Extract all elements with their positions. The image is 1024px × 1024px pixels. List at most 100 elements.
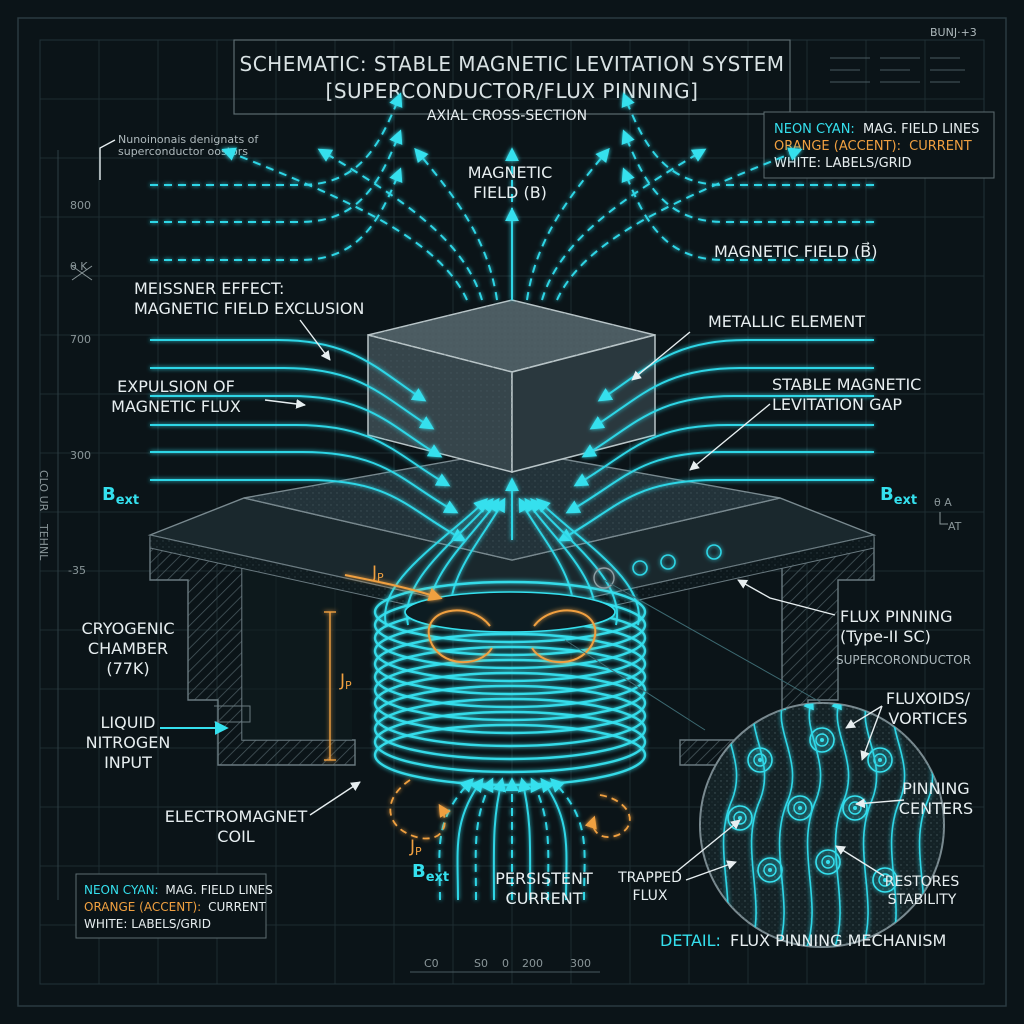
label-trapped-1: TRAPPED <box>617 870 682 886</box>
pinning-center <box>826 860 830 864</box>
detail-flux-line <box>831 703 850 947</box>
svg-text:ORANGE (ACCENT): CURRENT: ORANGE (ACCENT): CURRENT <box>774 139 972 154</box>
detail-flux-line <box>803 703 822 947</box>
field-line-bottom <box>456 777 484 901</box>
vortex-ring-inner <box>815 733 829 747</box>
label-fluxoids-2: VORTICES <box>888 709 967 728</box>
coil-winding <box>373 658 647 722</box>
label-metallic-element: METALLIC ELEMENT <box>708 312 865 331</box>
label-expulsion-2: MAGNETIC FLUX <box>111 397 241 416</box>
field-line-bottom <box>474 777 494 901</box>
coil-winding <box>373 645 647 709</box>
vortex-ring <box>815 849 841 875</box>
legend-bottom-orange-text: CURRENT <box>208 900 266 914</box>
top-right-code: BUNJ·+3 <box>930 26 977 39</box>
pinning-center <box>853 806 857 810</box>
label-bext-bottom: Bext <box>412 861 449 885</box>
diagram-labels: MAGNETIC FIELD (B) MAGNETIC FIELD (B⃗) M… <box>81 163 973 950</box>
legend-bottom-white: WHITE: LABELS/GRID <box>84 917 211 931</box>
vortex-ring-inner <box>763 863 777 877</box>
field-line-right <box>597 339 874 402</box>
field-line-bottom <box>492 777 507 901</box>
legend-bottom-cyan-key: NEON CYAN: <box>84 883 159 897</box>
bottom-tick-2: S0 <box>474 957 488 970</box>
title-subtitle: AXIAL CROSS-SECTION <box>427 108 587 124</box>
label-restores-2: STABILITY <box>888 892 957 908</box>
field-line-top <box>317 148 483 301</box>
label-pinning-2: (Type-II SC) <box>840 627 931 646</box>
vortex-ring-inner <box>878 873 892 887</box>
label-jp-plate: JP <box>371 563 384 584</box>
field-line-bottom <box>540 777 568 901</box>
detail-magnifier <box>564 579 945 948</box>
label-pinning-centers-2: CENTERS <box>899 799 973 818</box>
field-line-right <box>565 451 874 514</box>
label-restores-1: RESTORES <box>885 874 960 890</box>
coil-winding <box>373 580 647 644</box>
field-line-gap <box>530 497 619 626</box>
label-coil-1: ELECTROMAGNET <box>165 807 308 826</box>
left-ruler: 800 700 300 -35 CLO UR TEHNL θ K <box>37 150 93 900</box>
label-gap-1: STABLE MAGNETIC <box>772 375 921 394</box>
field-line-bottom <box>438 778 474 901</box>
label-jp-side: JP <box>339 671 352 692</box>
detail-flux-line <box>859 703 878 947</box>
pinning-center <box>798 806 802 810</box>
field-line-left <box>150 451 459 514</box>
svg-text:NEON CYAN: MAG. FIELD LI: NEON CYAN: MAG. FIELD LINES <box>774 122 979 137</box>
label-fluxoids-1: FLUXOIDS/ <box>886 689 971 708</box>
title-line-2: [SUPERCONDUCTOR/FLUX PINNING] <box>326 79 699 103</box>
field-line-top <box>414 147 498 301</box>
legend-top-cyan-key: NEON CYAN: <box>774 122 855 137</box>
plate-vortices <box>593 544 722 589</box>
label-cryo-3: (77K) <box>106 659 149 678</box>
pinning-center <box>883 878 887 882</box>
detail-flux-line <box>775 703 794 947</box>
note-line-1: Nunoinonais denignats of <box>118 133 259 146</box>
bottom-tick-3: 0 <box>502 957 509 970</box>
label-persistent-2: CURRENT <box>506 889 583 908</box>
coil-winding <box>373 710 647 774</box>
label-detail: DETAIL: FLUX PINNING MECHANISM <box>660 931 946 950</box>
side-mark-right: θ A <box>934 496 952 509</box>
svg-text:NEON CYAN: MAG. FIELD LI: NEON CYAN: MAG. FIELD LINES <box>84 883 273 897</box>
label-ln-1: LIQUID <box>101 713 156 732</box>
coil-winding <box>373 684 647 748</box>
persistent-current-loops <box>324 574 631 840</box>
metallic-element <box>367 299 656 473</box>
vortex-ring-inner <box>753 753 767 767</box>
legend-bottom-cyan-text: MAG. FIELD LINES <box>165 883 272 897</box>
pinning-center <box>768 868 772 872</box>
pinning-center <box>878 758 882 762</box>
field-line-bottom <box>517 777 532 901</box>
label-magnetic-field-top-1: MAGNETIC <box>468 163 553 182</box>
label-magnetic-field-right: MAGNETIC FIELD (B⃗) <box>714 241 878 261</box>
field-line-gap <box>384 498 488 626</box>
field-line-right <box>621 129 874 223</box>
field-line-left <box>150 424 451 487</box>
top-right-data-block <box>830 57 965 83</box>
ruler-tehnl: TEHNL <box>37 523 50 561</box>
vortex-ring <box>842 795 868 821</box>
vortex-ring <box>727 805 753 831</box>
side-mark-right-2: AT <box>948 520 962 533</box>
field-line-bottom <box>550 778 586 901</box>
bottom-ruler: C0 S0 0 200 300 <box>410 957 600 973</box>
label-coil-2: COIL <box>217 827 254 846</box>
field-line-left <box>150 479 467 542</box>
field-line-top <box>541 148 707 301</box>
electromagnet-coil <box>373 580 647 787</box>
title-block: SCHEMATIC: STABLE MAGNETIC LEVITATION SY… <box>233 26 977 124</box>
field-line-gap <box>536 498 640 626</box>
tick-800: 800 <box>70 199 91 212</box>
label-meissner-2: MAGNETIC FIELD EXCLUSION <box>134 299 364 318</box>
field-line-top <box>526 147 610 301</box>
field-line-right <box>589 367 874 430</box>
label-expulsion-1: EXPULSION OF <box>117 377 235 396</box>
label-meissner-1: MEISSNER EFFECT: <box>134 279 284 298</box>
field-line-right <box>557 479 874 542</box>
label-jp-bottom: JP <box>409 837 422 858</box>
ruler-colour: CLO UR <box>37 470 50 512</box>
field-line-top <box>556 147 803 301</box>
